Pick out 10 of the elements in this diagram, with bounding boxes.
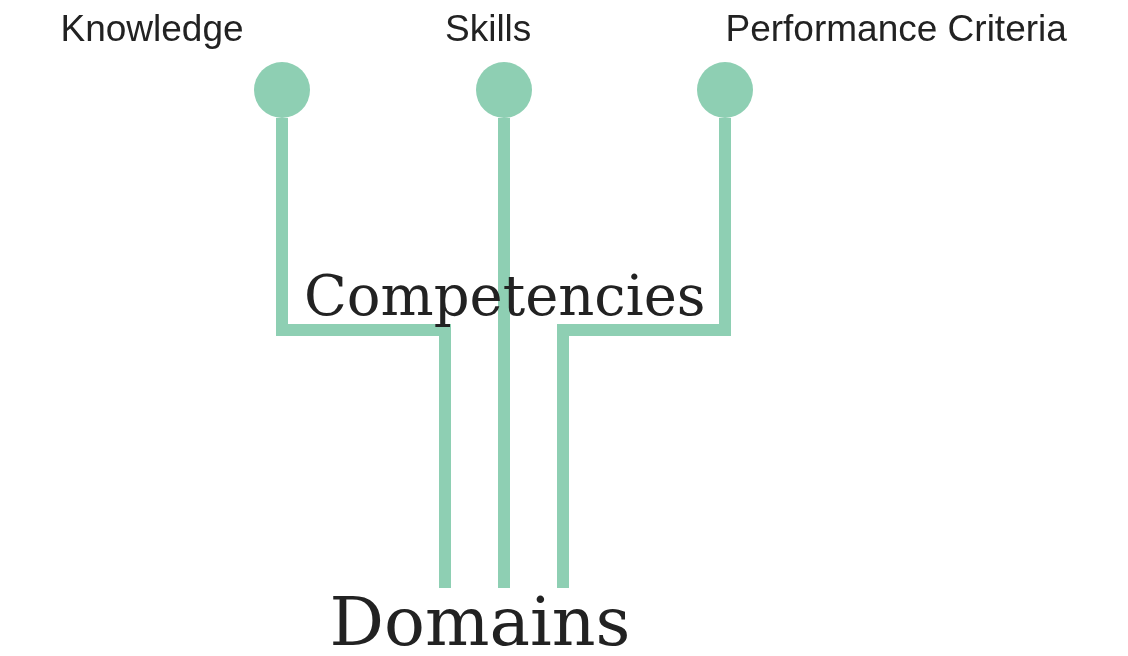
domain-title: Domains <box>290 588 670 654</box>
node-caption: Performance Criteria <box>725 10 1067 47</box>
dot-marker <box>697 62 753 118</box>
dot-marker <box>254 62 310 118</box>
connector-line <box>557 118 731 588</box>
dot-marker <box>476 62 532 118</box>
connector-line <box>498 118 510 588</box>
connector-line <box>276 118 451 588</box>
node-caption: Knowledge <box>60 10 244 47</box>
node-caption: Skills <box>445 10 532 47</box>
